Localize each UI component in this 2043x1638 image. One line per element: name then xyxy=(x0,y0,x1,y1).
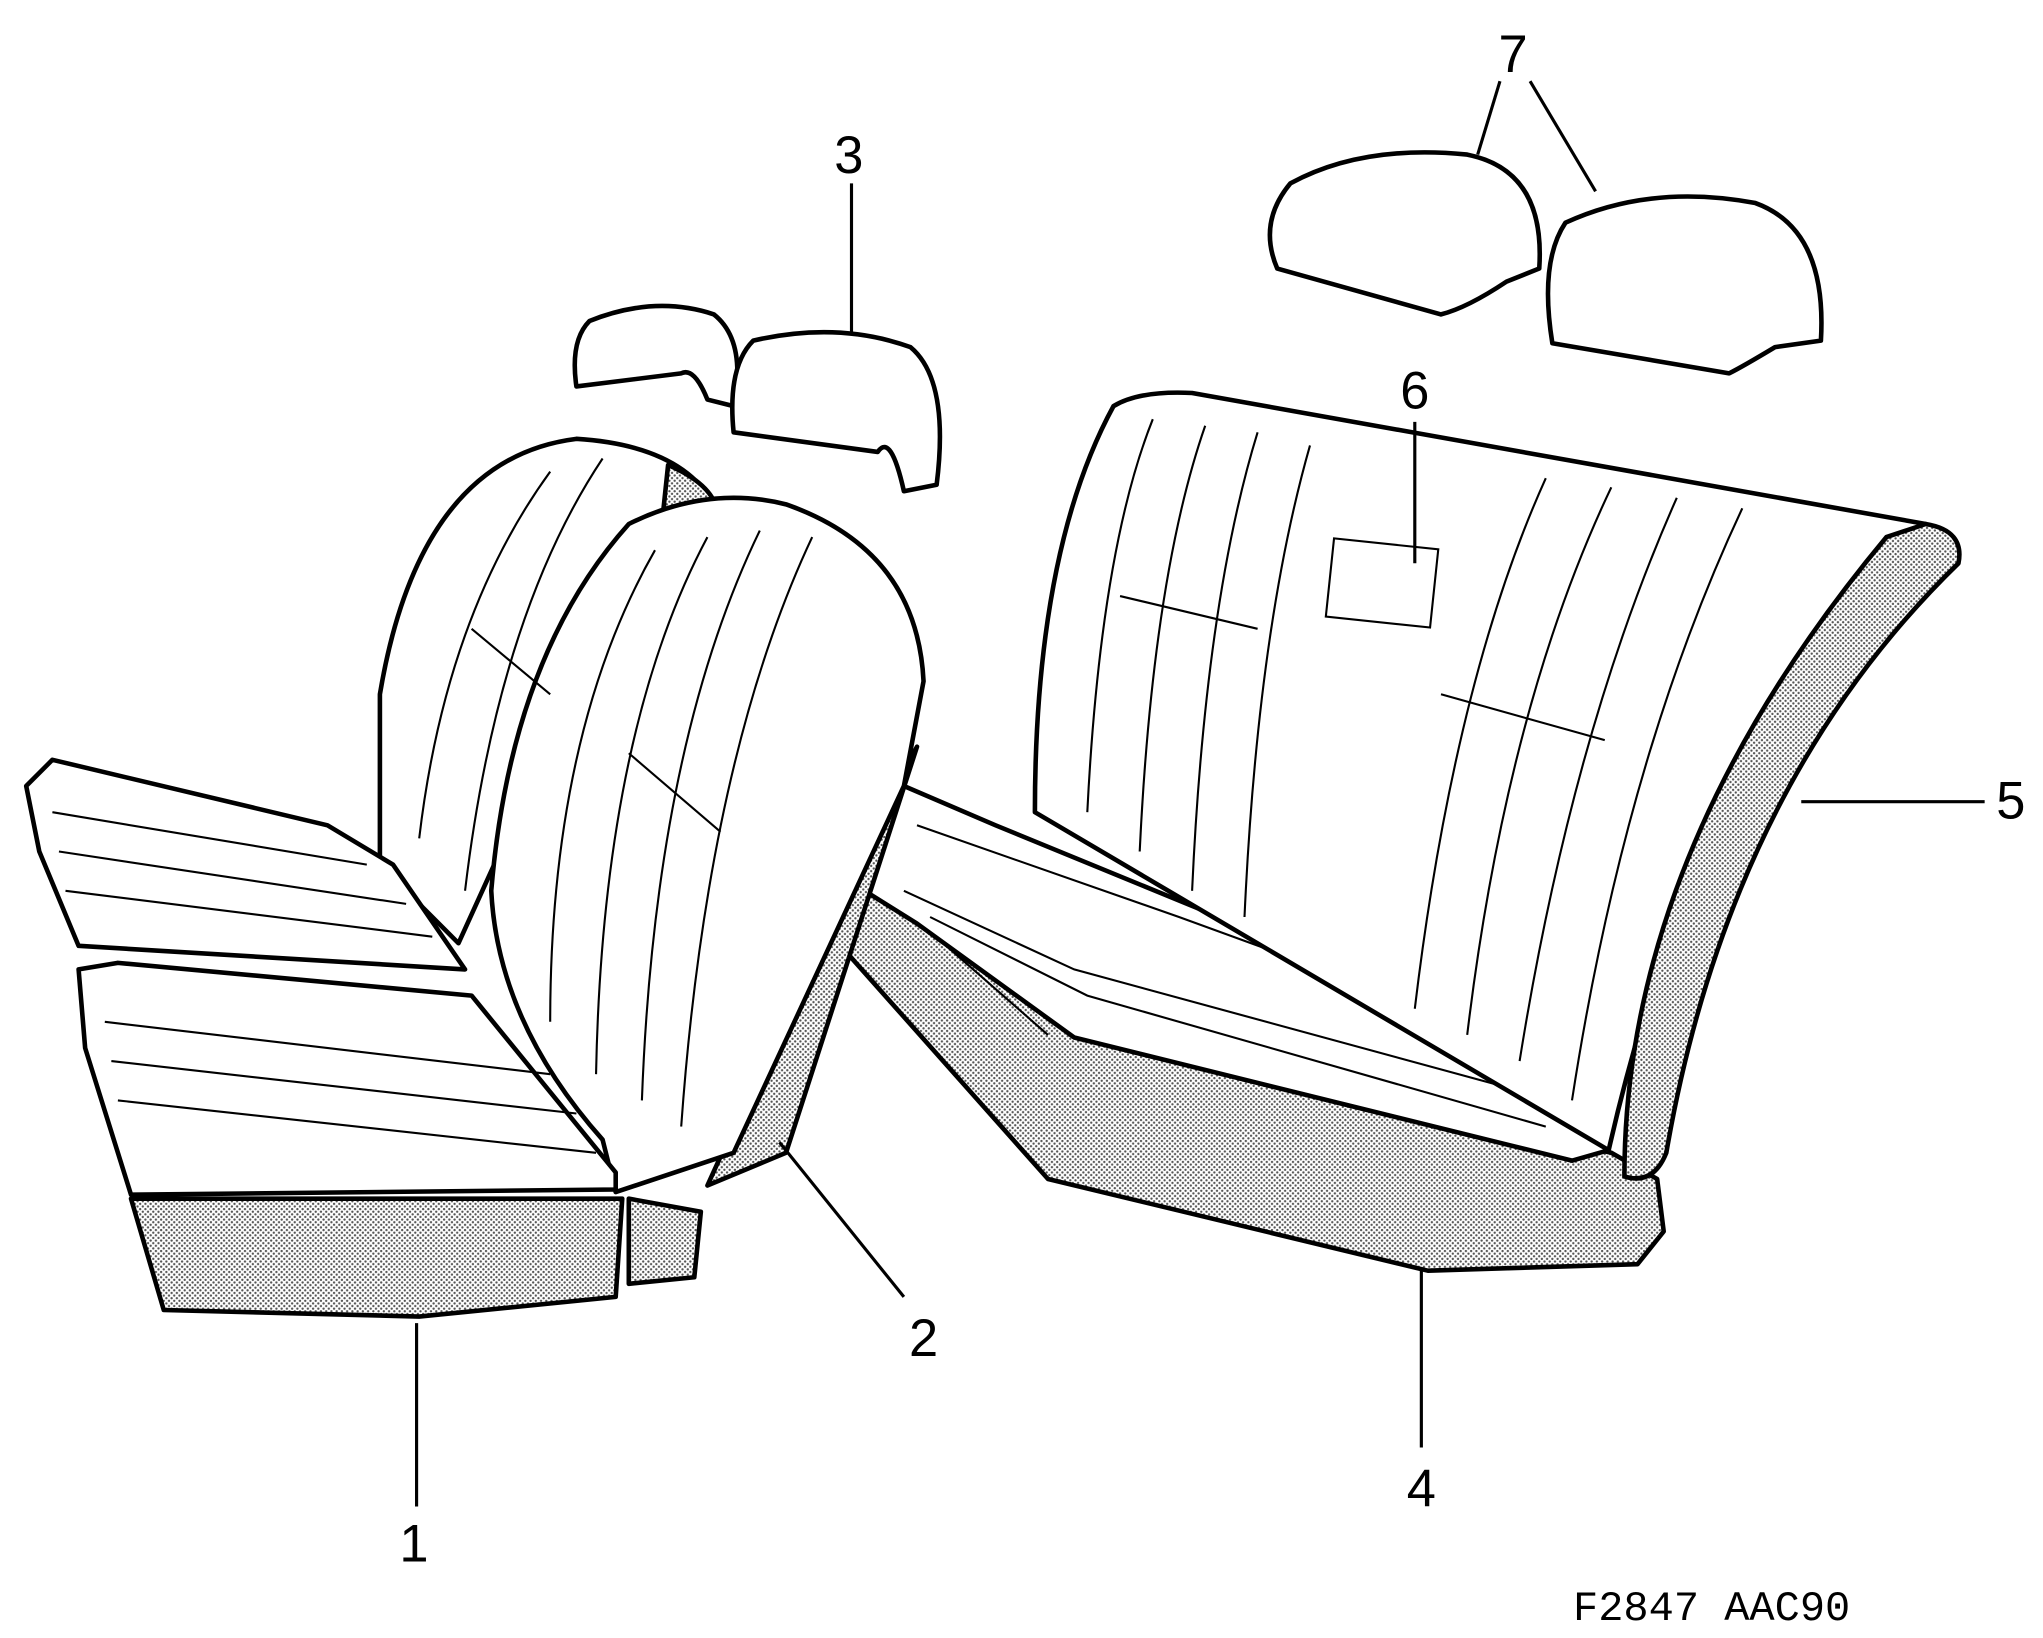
callout-2: 2 xyxy=(909,1310,938,1368)
rear-center-armrest-panel xyxy=(1324,537,1440,629)
front-headrest-left xyxy=(572,303,740,409)
front-seat-base xyxy=(128,1196,625,1319)
front-left-rear-cushion xyxy=(23,757,468,972)
callout-5: 5 xyxy=(1996,773,2025,831)
rear-backrest-pleats xyxy=(1086,418,1744,1101)
rear-headrest-right xyxy=(1545,194,1824,376)
callout-7: 7 xyxy=(1498,26,1527,84)
rear-headrest-left xyxy=(1267,150,1543,317)
callout-6: 6 xyxy=(1400,363,1429,421)
front-right-cushion xyxy=(76,960,618,1198)
callout-1: 1 xyxy=(399,1516,428,1574)
front-seat-pleats xyxy=(52,457,814,1154)
figure-code: F2847 AAC90 xyxy=(1573,1585,1850,1633)
leader-lines xyxy=(415,80,1985,1507)
front-headrest-right xyxy=(729,329,943,494)
front-right-backrest xyxy=(488,495,926,1195)
front-seat-base-block xyxy=(626,1196,704,1287)
callout-4: 4 xyxy=(1407,1460,1436,1518)
rear-backrest-side xyxy=(1622,521,1962,1181)
rear-seat xyxy=(836,390,1962,1273)
front-seats xyxy=(23,436,926,1319)
callout-3: 3 xyxy=(834,127,863,185)
